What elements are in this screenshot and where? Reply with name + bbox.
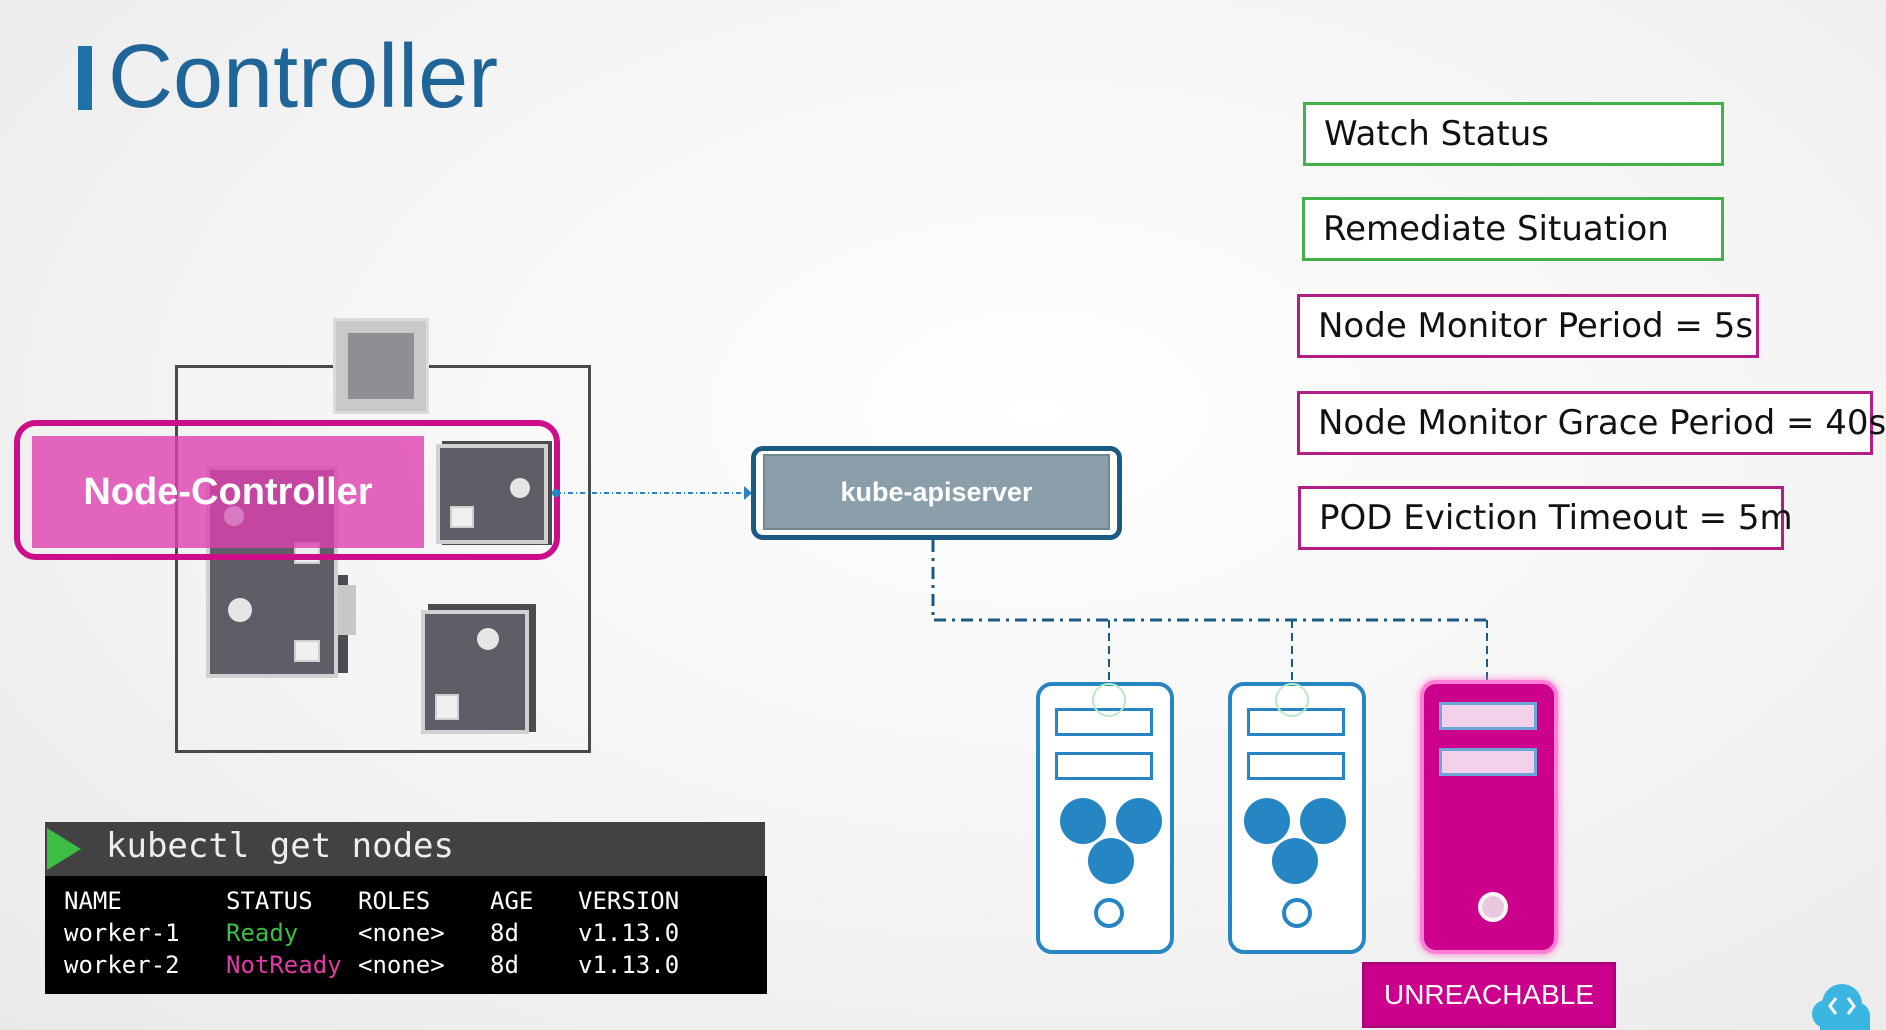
block-indicator <box>477 628 499 650</box>
block-port <box>435 694 459 720</box>
terminal-command: kubectl get nodes <box>106 826 454 866</box>
server-disk <box>1060 798 1106 844</box>
param-node-monitor-period: Node Monitor Period = 5s <box>1297 294 1759 358</box>
row-2-version: v1.13.0 <box>578 951 680 979</box>
cube-edge <box>336 585 356 635</box>
col-header-status: STATUS <box>226 887 313 915</box>
server-slot <box>1247 752 1345 780</box>
server-led <box>1094 898 1124 928</box>
row-1-version: v1.13.0 <box>578 919 680 947</box>
param-remediate-situation: Remediate Situation <box>1302 197 1724 261</box>
col-header-version: VERSION <box>578 887 680 915</box>
node-controller-fill <box>32 436 424 548</box>
component-block-right <box>436 444 548 544</box>
connection-ring <box>1275 683 1309 717</box>
block-indicator <box>228 598 252 622</box>
connection-ring <box>1092 683 1126 717</box>
cloud-code-logo-icon <box>1812 984 1870 1030</box>
block-port <box>294 640 320 662</box>
server-slot <box>1439 702 1537 730</box>
row-2-name: worker-2 <box>64 951 180 979</box>
worker-node-server <box>1036 682 1174 954</box>
block-port <box>450 506 474 528</box>
server-slot <box>1439 748 1537 776</box>
page-title: Controller <box>108 27 499 127</box>
param-node-monitor-grace-period: Node Monitor Grace Period = 40s <box>1297 391 1886 455</box>
col-header-roles: ROLES <box>358 887 431 915</box>
param-watch-status: Watch Status <box>1303 102 1724 166</box>
server-slot <box>1055 752 1153 780</box>
terminal-header <box>45 822 765 878</box>
block-indicator <box>510 478 530 498</box>
terminal-output <box>45 876 767 994</box>
unreachable-node-server <box>1420 680 1558 954</box>
server-led <box>1478 892 1508 922</box>
title-accent-bar <box>78 46 92 110</box>
row-2-status: NotReady <box>226 951 342 979</box>
row-1-roles: <none> <box>358 919 445 947</box>
server-disk <box>1116 798 1162 844</box>
kube-apiserver: kube-apiserver <box>763 454 1110 530</box>
row-1-status: Ready <box>226 919 299 947</box>
server-disk <box>1244 798 1290 844</box>
col-header-age: AGE <box>490 887 534 915</box>
block-indicator <box>224 506 244 526</box>
row-1-name: worker-1 <box>64 919 180 947</box>
server-disk <box>1088 838 1134 884</box>
top-component-cube <box>333 318 429 414</box>
unreachable-badge: UNREACHABLE <box>1362 962 1616 1028</box>
server-disk <box>1300 798 1346 844</box>
row-2-age: 8d <box>490 951 519 979</box>
play-icon <box>47 828 81 870</box>
server-disk <box>1272 838 1318 884</box>
param-pod-eviction-timeout: POD Eviction Timeout = 5m <box>1298 486 1793 550</box>
col-header-name: NAME <box>64 887 122 915</box>
component-block-bottom <box>421 610 529 734</box>
server-led <box>1282 898 1312 928</box>
row-2-roles: <none> <box>358 951 445 979</box>
node-controller-label: Node-Controller <box>83 470 373 513</box>
worker-node-server <box>1228 682 1366 954</box>
row-1-age: 8d <box>490 919 519 947</box>
